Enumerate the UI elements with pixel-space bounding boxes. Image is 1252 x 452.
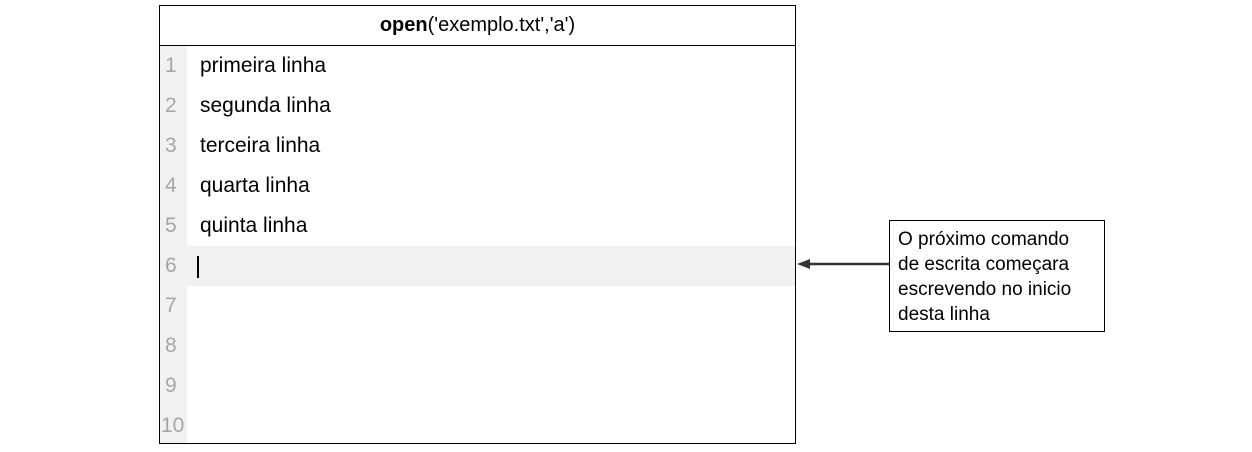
line-text: terceira linha: [200, 134, 321, 157]
editor-line-8[interactable]: 8: [160, 326, 795, 366]
editor-line-10[interactable]: 10: [160, 406, 795, 443]
line-number: 10: [161, 414, 185, 437]
line-text: quarta linha: [200, 174, 310, 197]
line-number: 2: [165, 94, 177, 117]
editor-line-2[interactable]: 2 segunda linha: [160, 86, 795, 126]
line-text: segunda linha: [200, 94, 331, 117]
editor-line-7[interactable]: 7: [160, 286, 795, 326]
text-cursor: [197, 256, 199, 278]
editor-line-6-active[interactable]: 6: [160, 246, 795, 286]
annotation-line: de escrita começara: [898, 254, 1070, 275]
line-number: 7: [165, 294, 177, 317]
annotation-line: desta linha: [898, 304, 990, 325]
line-number: 6: [165, 254, 177, 277]
editor-line-9[interactable]: 9: [160, 366, 795, 406]
editor-title-arguments: ('exemplo.txt','a'): [427, 14, 576, 36]
annotation-box: O próximo comando de escrita começara es…: [889, 220, 1105, 332]
line-number-gutter: [160, 46, 187, 443]
text-editor: open('exemplo.txt','a') 1 primeira linha…: [159, 5, 796, 444]
editor-line-4[interactable]: 4 quarta linha: [160, 166, 795, 206]
editor-title: open('exemplo.txt','a'): [160, 6, 795, 46]
line-number: 3: [165, 134, 177, 157]
editor-line-3[interactable]: 3 terceira linha: [160, 126, 795, 166]
line-number: 4: [165, 174, 177, 197]
line-number: 8: [165, 334, 177, 357]
editor-lines[interactable]: 1 primeira linha 2 segunda linha 3 terce…: [160, 46, 795, 443]
pointer-arrow-icon: [797, 259, 890, 269]
line-number: 1: [165, 54, 177, 77]
annotation-line: O próximo comando: [898, 229, 1070, 250]
editor-line-1[interactable]: 1 primeira linha: [160, 46, 795, 86]
editor-title-function: open: [379, 14, 428, 36]
editor-line-5[interactable]: 5 quinta linha: [160, 206, 795, 246]
line-text: quinta linha: [200, 214, 308, 237]
line-text: primeira linha: [200, 54, 327, 77]
line-number: 5: [165, 214, 177, 237]
annotation-line: escrevendo no inicio: [898, 279, 1072, 300]
line-number: 9: [165, 374, 177, 397]
